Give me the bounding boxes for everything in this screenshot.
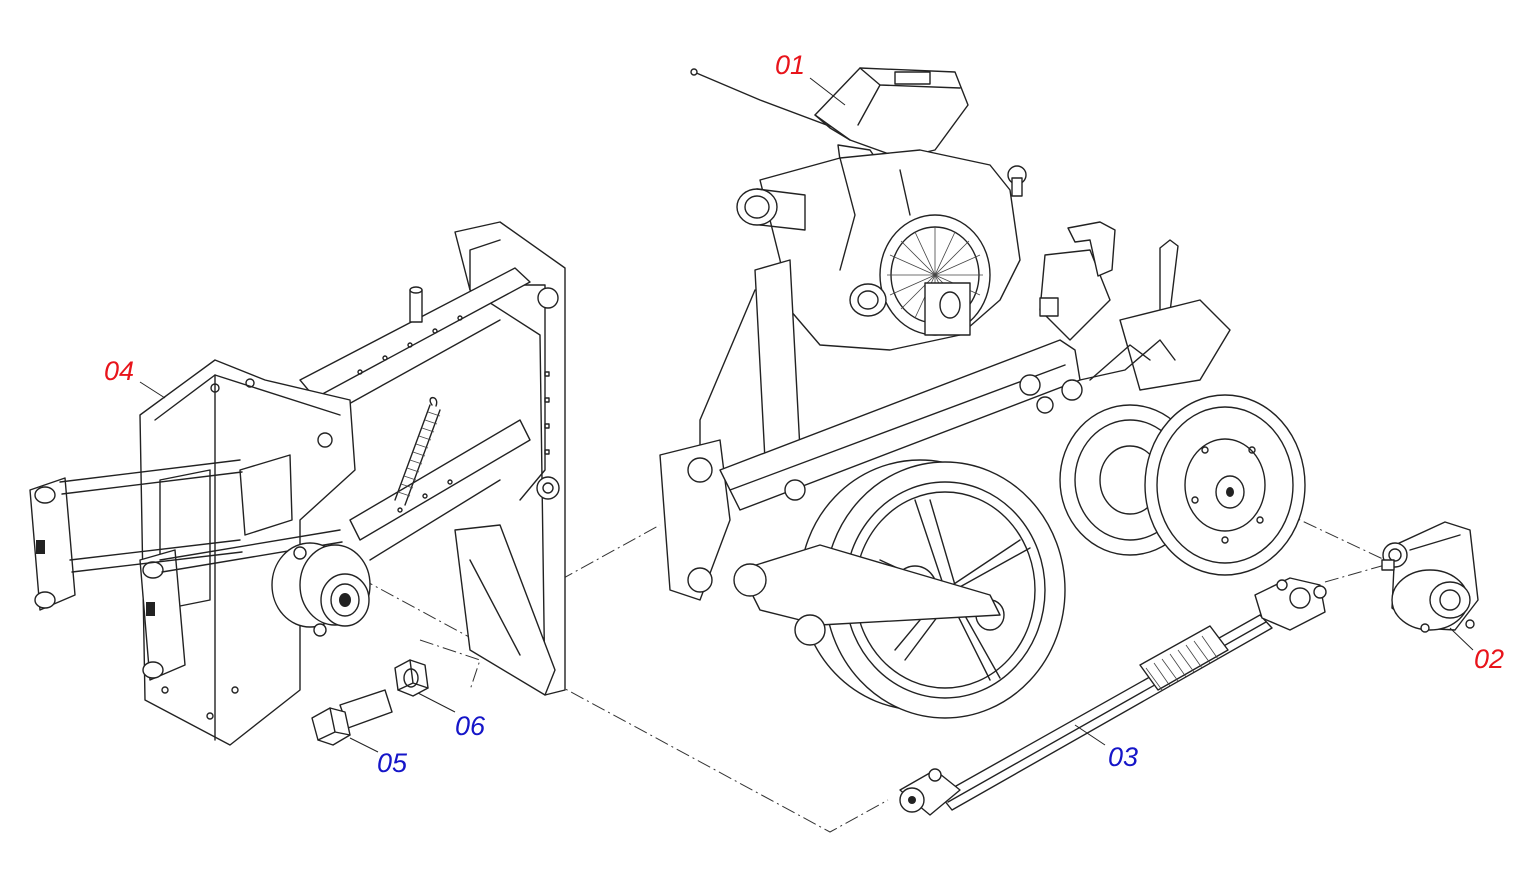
callout-05: 05 <box>377 748 408 778</box>
leader-lines <box>139 77 1474 753</box>
drive-shaft-part <box>899 577 1327 816</box>
callout-06: 06 <box>455 711 486 741</box>
callout-02: 02 <box>1474 644 1505 674</box>
callout-04: 04 <box>104 356 135 386</box>
callout-03: 03 <box>1108 742 1139 772</box>
bolt-part <box>311 689 393 746</box>
nut-part <box>394 659 429 697</box>
mounting-bracket-part <box>29 221 566 746</box>
gearbox-part <box>1381 521 1479 633</box>
row-unit-part <box>659 67 1306 719</box>
callout-01: 01 <box>775 50 806 80</box>
